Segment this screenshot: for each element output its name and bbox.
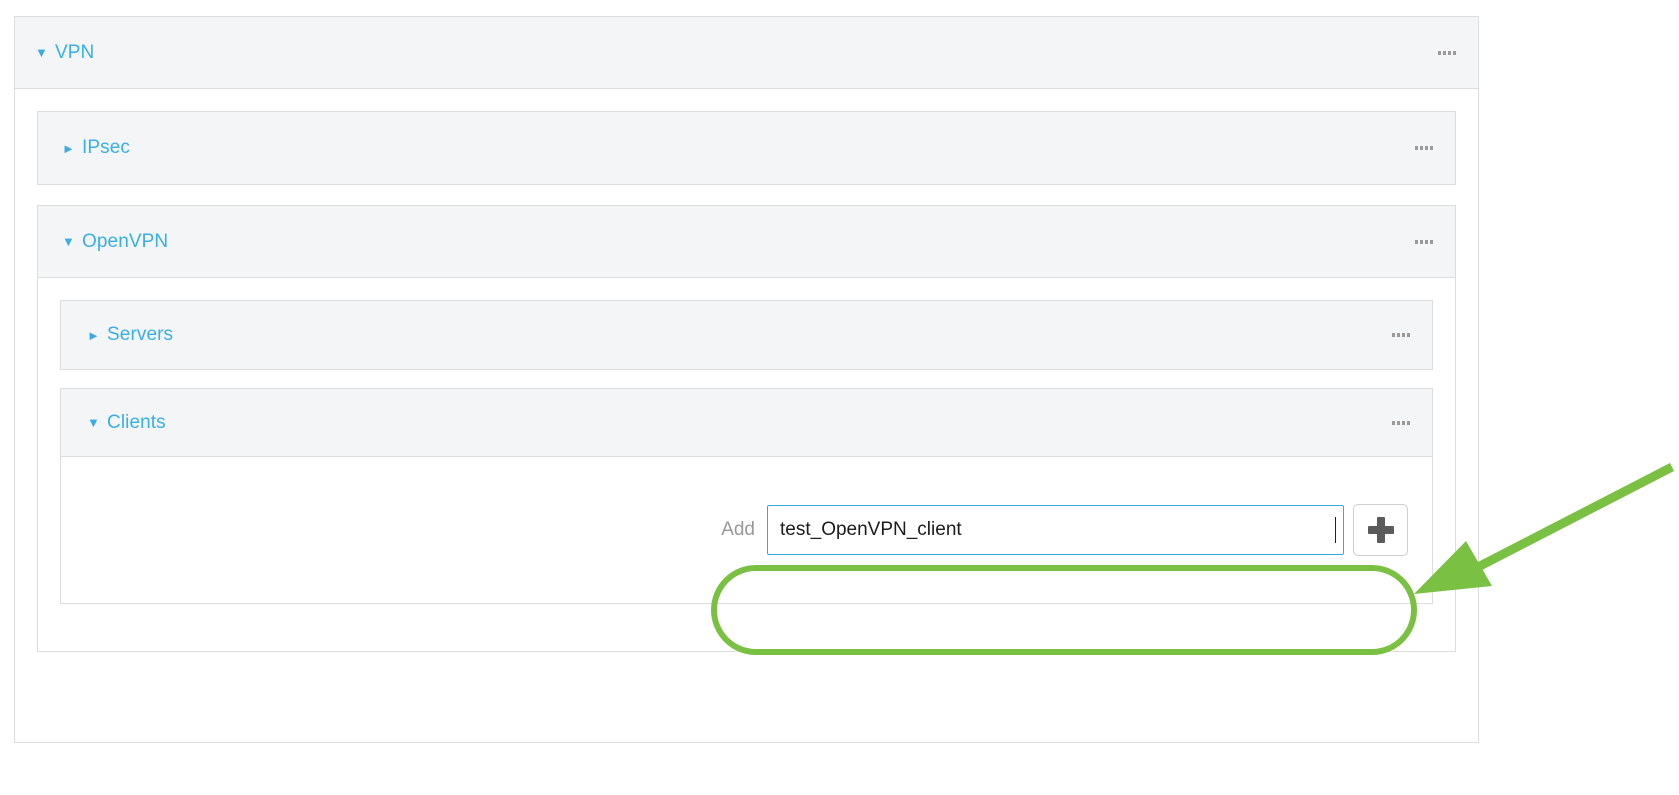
add-client-label: Add	[721, 518, 755, 540]
add-client-name-input[interactable]	[767, 504, 1344, 555]
ipsec-section-title: IPsec	[82, 137, 131, 158]
plus-icon	[1367, 516, 1394, 543]
vpn-section-title: VPN	[55, 41, 95, 63]
vpn-section-body: ► IPsec ▼ OpenVPN ►	[15, 89, 1478, 741]
ipsec-section-header[interactable]: ► IPsec	[38, 112, 1455, 184]
clients-section-body: Add	[61, 457, 1432, 602]
openvpn-section-panel: ▼ OpenVPN ► Servers	[37, 205, 1456, 652]
openvpn-section-body: ► Servers ▼ Clients	[38, 278, 1455, 650]
caret-right-icon[interactable]: ►	[62, 140, 75, 156]
clients-section-header[interactable]: ▼ Clients	[61, 389, 1432, 457]
ipsec-kebab-menu-icon[interactable]	[1415, 146, 1433, 150]
add-client-button[interactable]	[1353, 503, 1408, 556]
vpn-section-header[interactable]: ▼ VPN	[15, 17, 1478, 89]
ipsec-section-panel: ► IPsec	[37, 111, 1456, 185]
clients-section-title: Clients	[107, 411, 166, 433]
servers-section-title: Servers	[107, 324, 174, 345]
servers-section-header[interactable]: ► Servers	[61, 301, 1432, 369]
vpn-kebab-menu-icon[interactable]	[1438, 50, 1456, 55]
text-cursor	[1335, 516, 1336, 543]
clients-kebab-menu-icon[interactable]	[1392, 420, 1410, 425]
servers-kebab-menu-icon[interactable]	[1392, 333, 1410, 337]
arrow-shaft	[1477, 463, 1675, 570]
openvpn-section-header[interactable]: ▼ OpenVPN	[38, 206, 1455, 278]
openvpn-kebab-menu-icon[interactable]	[1415, 239, 1433, 244]
caret-down-icon[interactable]: ▼	[87, 415, 100, 430]
servers-section-panel: ► Servers	[60, 300, 1433, 370]
caret-down-icon[interactable]: ▼	[62, 234, 75, 249]
caret-right-icon[interactable]: ►	[87, 327, 100, 343]
caret-down-icon[interactable]: ▼	[35, 45, 48, 60]
add-client-row: Add	[721, 503, 1408, 556]
clients-section-panel: ▼ Clients Add	[60, 388, 1433, 604]
openvpn-section-title: OpenVPN	[82, 230, 169, 252]
vpn-section-panel: ▼ VPN ► IPsec ▼ OpenVPN	[14, 16, 1479, 743]
